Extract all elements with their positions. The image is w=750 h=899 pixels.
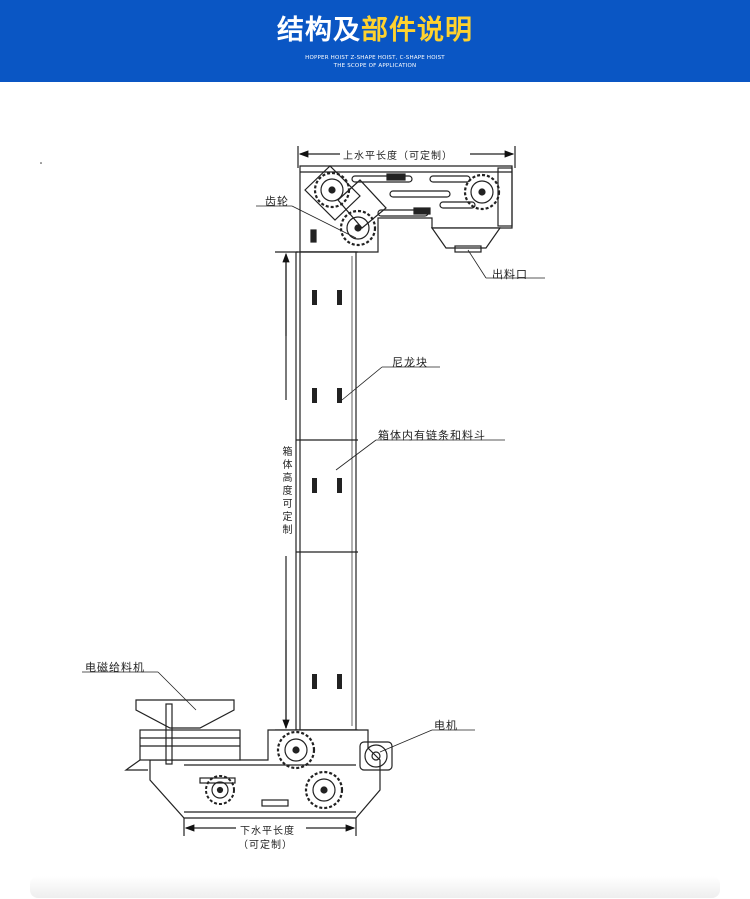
outlet-label: 出料口 [492,268,528,281]
page-title: 结构及部件说明 [0,14,750,48]
bottom-shadow [30,876,720,898]
box-height-label: 箱体高度可定制 [280,446,291,537]
motor-label: 电机 [434,719,458,732]
subtitle-line-1: HOPPER HOIST Z-SHAPE HOIST, C-SHAPE HOIS… [305,55,445,61]
subtitle-line-2: THE SCOPE OF APPLICATION [333,63,417,69]
bottom-length-note: （可定制） [238,840,293,851]
nylon-block-label: 尼龙块 [392,356,428,369]
header-banner: 结构及部件说明 HOPPER HOIST Z-SHAPE HOIST, C-SH… [0,0,750,82]
top-length-label: 上水平长度（可定制） [343,151,453,162]
title-part-white: 结构及 [277,15,361,46]
title-part-yellow: 部件说明 [361,15,473,46]
feeder-label: 电磁给料机 [85,661,145,674]
bottom-length-label: 下水平长度 [240,826,295,837]
chain-bucket-label: 箱体内有链条和料斗 [378,429,486,442]
gear-label: 齿轮 [265,195,289,208]
top-gear-left [313,171,351,209]
